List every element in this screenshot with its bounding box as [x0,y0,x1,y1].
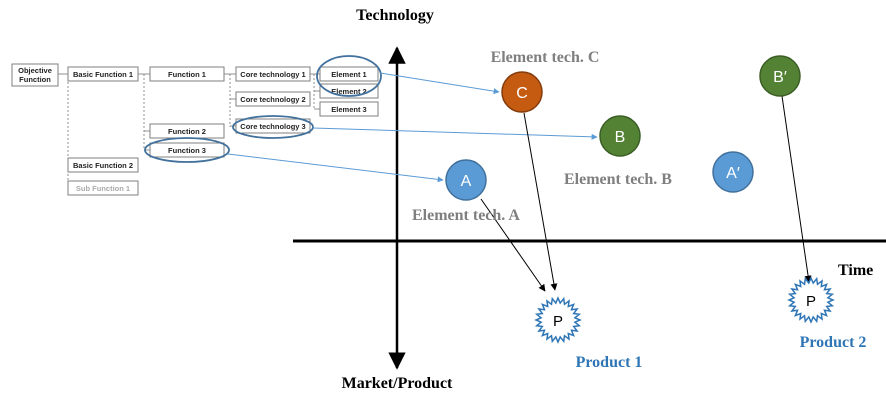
core-technology-1-box [235,66,311,82]
element-tech-a-label: Element tech. A [412,207,520,224]
product-2-burst [787,276,835,324]
element-tech-c-label: Element tech. C [491,49,600,66]
product-2-letter: P [806,293,816,310]
element-tech-c-node: C [501,71,543,113]
function-3-label: Function 3 [168,146,206,155]
element-tech-a-letter: A [461,173,472,190]
core-technology-1-label: Core technology 1 [240,70,305,79]
element-3-box [319,101,379,117]
element-tech-b-prime-letter: B′ [773,69,787,86]
product-2-node: P [787,276,835,324]
core-technology-3-box [235,118,311,134]
element-tech-c-letter: C [516,85,528,102]
basic-function-1-label: Basic Function 1 [73,70,133,79]
y-axis-top-label: Technology [356,7,434,24]
function-1-box [149,66,225,82]
objective-function-box [11,63,59,87]
product-1-label: Product 1 [576,354,643,371]
element-tech-a-prime-node: A′ [712,151,754,193]
objective-function-label: Objective [18,66,52,75]
element-tech-b-node: B [599,115,641,157]
product-1-node: P [534,296,582,344]
objective-function-label: Function [19,75,51,84]
element-tech-b-circle [599,115,641,157]
element-tech-b-label: Element tech. B [564,171,672,188]
basic-function-1-box [67,66,139,82]
product-arrows [480,95,812,292]
element-tech-a-prime-letter: A′ [726,165,740,182]
core-technology-2-label: Core technology 2 [240,95,305,104]
basic-function-2-label: Basic Function 2 [73,161,133,170]
sub-function-1-box [67,180,139,196]
element-1-label: Element 1 [331,70,366,79]
basic-function-2-box [67,157,139,173]
element-3-label: Element 3 [331,105,366,114]
tree-link-arrows [227,72,598,183]
function-1-label: Function 1 [168,70,206,79]
function-2-label: Function 2 [168,127,206,136]
element-tech-b-letter: B [615,129,626,146]
element-tech-b-prime-node: B′ [759,55,801,97]
product-2-label: Product 2 [800,334,867,351]
function-3-box [149,142,225,158]
element-1-box [319,66,379,82]
core-technology-3-label: Core technology 3 [240,122,305,131]
highlight-ellipses [144,55,382,163]
element-tech-a-node: A [445,159,487,201]
product-1-burst [534,296,582,344]
core-technology-2-box [235,91,311,107]
element-tech-a-prime-circle [712,151,754,193]
x-axis-label: Time [838,262,873,279]
element-tech-a-circle [445,159,487,201]
product-1-letter: P [553,313,563,330]
element-tech-b-prime-circle [759,55,801,97]
element-2-label: Element 2 [331,87,366,96]
y-axis-bottom-label: Market/Product [342,375,453,392]
element-tech-c-circle [501,71,543,113]
sub-function-1-label: Sub Function 1 [76,184,130,193]
